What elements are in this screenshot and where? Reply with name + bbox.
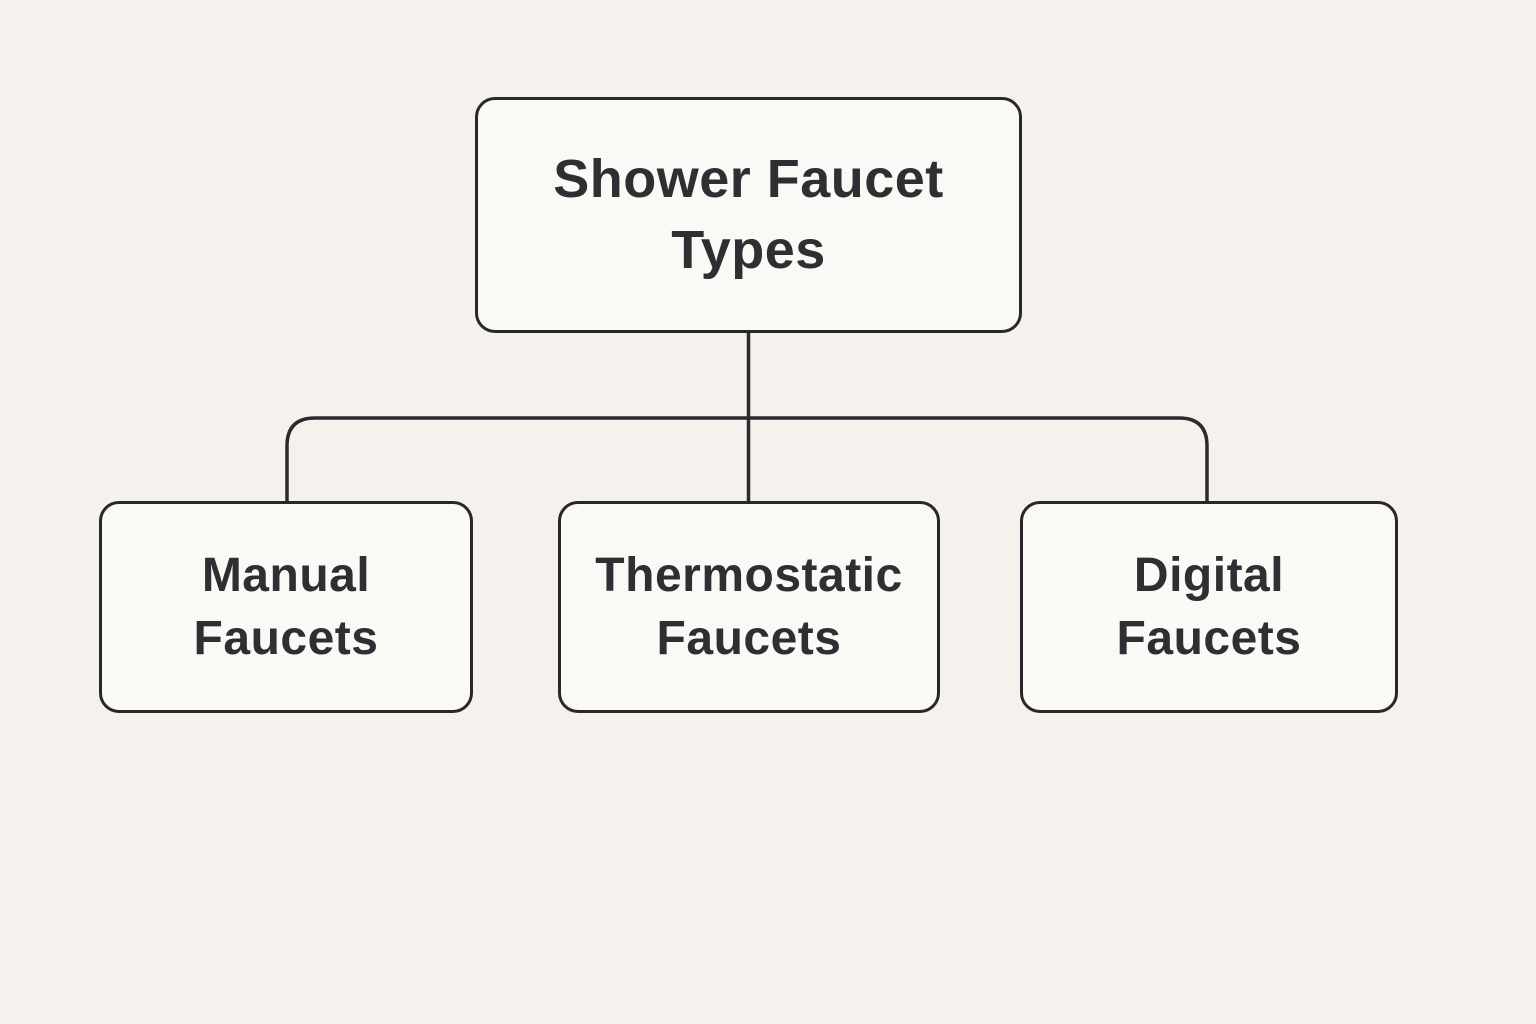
- diagram-node-digital-faucets: Digital Faucets: [1020, 501, 1398, 713]
- diagram-node-manual-faucets: Manual Faucets: [99, 501, 473, 713]
- connector-root-to-manual-and-digital: [285, 416, 1209, 503]
- node-label-thermostatic-faucets: Thermostatic Faucets: [595, 548, 903, 665]
- diagram-node-shower-faucet-types: Shower Faucet Types: [475, 97, 1022, 333]
- node-label-digital-faucets: Digital Faucets: [1116, 548, 1302, 665]
- node-label-manual-faucets: Manual Faucets: [193, 548, 379, 665]
- node-label-shower-faucet-types: Shower Faucet Types: [553, 148, 944, 280]
- diagram-node-thermostatic-faucets: Thermostatic Faucets: [558, 501, 940, 713]
